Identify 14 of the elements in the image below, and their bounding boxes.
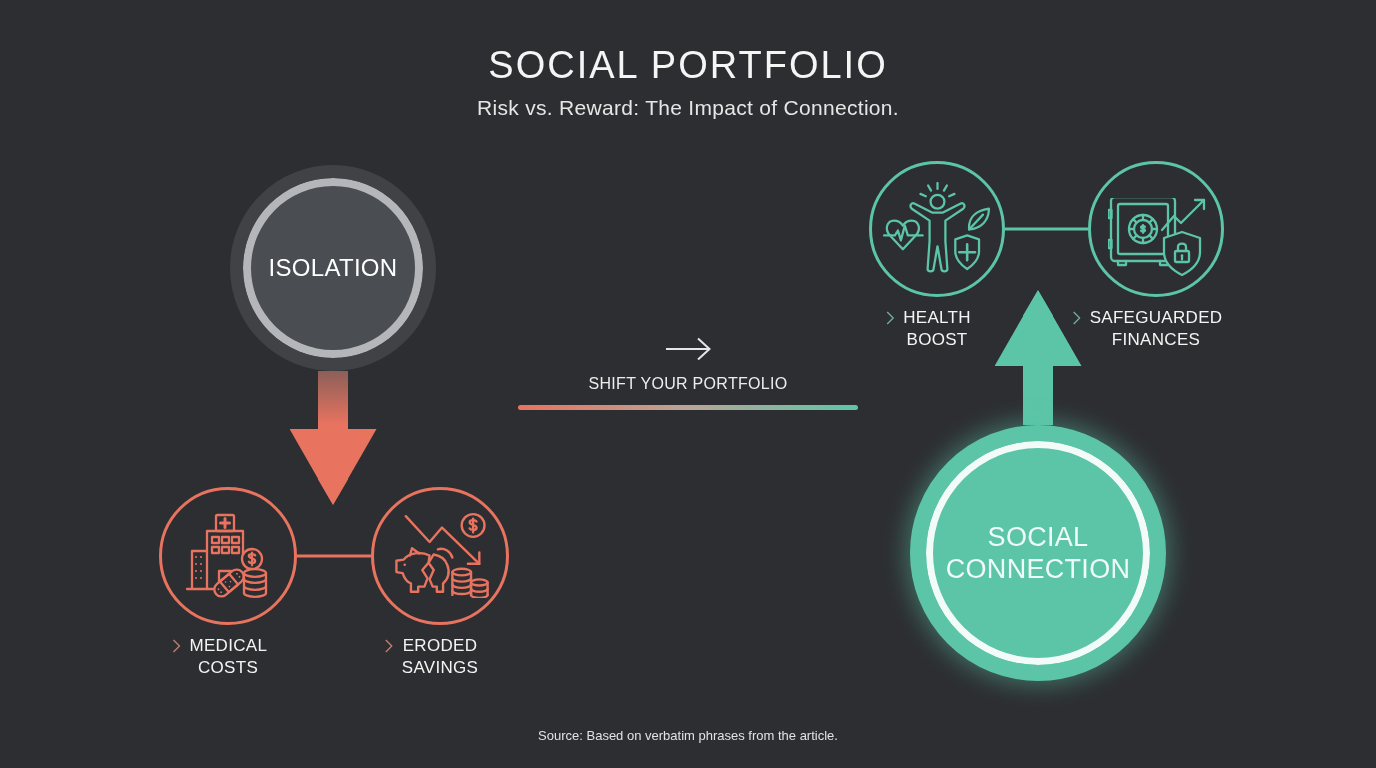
source-note: Source: Based on verbatim phrases from the article. <box>538 726 838 744</box>
node-caption: SAFEGUARDED FINANCES <box>1089 307 1223 351</box>
arrow <box>289 371 377 505</box>
subtitle: Risk vs. Reward: The Impact of Connection. <box>477 95 899 121</box>
node-label: ISOLATION <box>268 254 398 282</box>
node-caption: MEDICAL COSTS <box>189 635 267 679</box>
section-label: SHIFT YOUR PORTFOLIO <box>588 374 788 394</box>
node-caption: HEALTH BOOST <box>903 307 971 351</box>
node-caption: ERODED SAVINGS <box>401 635 479 679</box>
node-label: SOCIAL CONNECTION <box>944 521 1132 585</box>
title: SOCIAL PORTFOLIO <box>488 43 888 88</box>
arrow <box>994 290 1082 425</box>
connector-line <box>1005 227 1088 231</box>
connector-line <box>297 554 371 558</box>
